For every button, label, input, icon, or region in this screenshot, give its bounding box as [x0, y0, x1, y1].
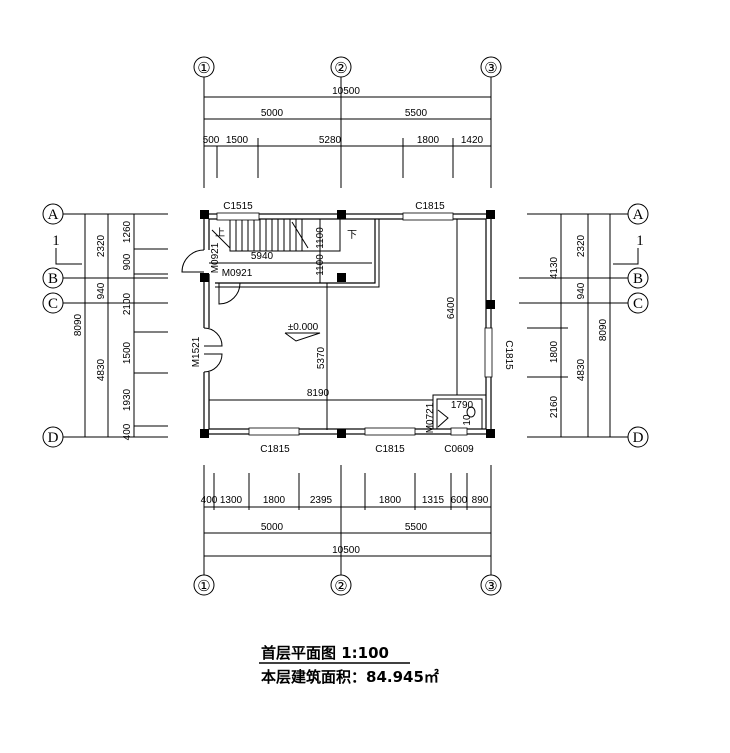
toilet-width-dim: 1790: [451, 400, 474, 411]
window-label: C1815: [415, 201, 445, 212]
right-bay-dim: 940: [576, 282, 587, 299]
toilet-height-dim: 10: [462, 414, 473, 426]
bottom-detail-dim: 1315: [422, 495, 445, 506]
axis-label-b-left: B: [48, 271, 58, 287]
hall-height-dim: 6400: [446, 296, 457, 319]
bottom-detail-dim: 1800: [379, 495, 402, 506]
plan-labels: C1515 C1815 C1815 C1815 C1815 C0609 M092…: [191, 201, 514, 455]
top-detail-dim: 1420: [461, 135, 484, 146]
section-mark-label-right: 1: [636, 233, 644, 249]
stair-up-label: 上: [215, 227, 225, 239]
right-total-dim: 8090: [598, 318, 609, 341]
corridor-dim: 1100: [315, 254, 326, 276]
right-detail-dim: 1800: [549, 340, 560, 363]
axis-label-1-top: ①: [197, 61, 210, 77]
left-bay-dim: 4830: [96, 358, 107, 381]
section-mark-label-left: 1: [52, 233, 60, 249]
top-dimensions: 10500 5000 5500 500 1500 5280 1800 1420: [203, 77, 492, 188]
right-dimensions: 4130 1800 2160 2320 940 4830 8090 1: [519, 213, 644, 438]
drawing-title-text: 首层平面图 1:100: [261, 644, 389, 662]
axis-label-a-right: A: [633, 207, 644, 223]
left-detail-dim: 1500: [122, 341, 133, 364]
top-bay-dim-2: 5500: [405, 108, 428, 119]
top-detail-dim: 5280: [319, 135, 342, 146]
bottom-detail-dim: 1300: [220, 495, 243, 506]
top-bay-dim-1: 5000: [261, 108, 284, 119]
window-label: C1815: [503, 340, 514, 370]
right-bay-dim: 2320: [576, 234, 587, 257]
left-detail-dim: 900: [122, 253, 133, 270]
left-total-dim: 8090: [73, 313, 84, 336]
bottom-bay-dim-2: 5500: [405, 522, 428, 533]
drawing-title: 首层平面图 1:100 本层建筑面积：84.945㎡: [259, 644, 439, 686]
axis-label-b-right: B: [633, 271, 643, 287]
top-detail-dim: 1500: [226, 135, 249, 146]
right-detail-dim: 2160: [549, 395, 560, 418]
column-axes: ① ② ③ ① ② ③ A B C D A B C D: [42, 56, 649, 596]
door-label: M0721: [425, 402, 436, 433]
window-label: C0609: [444, 444, 474, 455]
bottom-total-dim: 10500: [332, 545, 360, 556]
right-bay-dim: 4830: [576, 358, 587, 381]
axis-label-c-left: C: [48, 296, 58, 312]
toilet-fixture: [466, 406, 476, 418]
bottom-detail-dim: 2395: [310, 495, 333, 506]
window-label: C1515: [223, 201, 253, 212]
axis-label-2-bottom: ②: [334, 579, 347, 595]
window-label: C1815: [260, 444, 290, 455]
window-label: C1815: [375, 444, 405, 455]
section-mark-left: [55, 248, 82, 265]
stair-treads: [235, 219, 309, 251]
stair-length-dim: 5940: [251, 251, 274, 262]
axis-label-3-top: ③: [484, 61, 497, 77]
top-total-dim: 10500: [332, 86, 360, 97]
left-bay-dim: 940: [96, 282, 107, 299]
top-detail-dim: 1800: [417, 135, 440, 146]
axis-label-a-left: A: [48, 207, 59, 223]
left-detail-dim: 1260: [122, 220, 133, 243]
stair-width-dim: 1100: [315, 227, 326, 249]
elevation-mark: ±0.000: [288, 322, 319, 333]
right-detail-dim: 4130: [549, 256, 560, 279]
top-detail-dim: 500: [203, 135, 220, 146]
bottom-detail-dim: 600: [451, 495, 468, 506]
door-label: M0921: [210, 242, 221, 273]
bottom-detail-dim: 400: [201, 495, 218, 506]
stair-down-label: 下: [347, 230, 357, 241]
structural-columns: [200, 210, 495, 438]
axis-label-1-bottom: ①: [197, 579, 210, 595]
left-bay-dim: 2320: [96, 234, 107, 257]
windows: [216, 212, 493, 436]
axis-label-d-right: D: [633, 430, 644, 446]
plan-walls: 上 下: [181, 210, 495, 438]
left-detail-dim: 400: [122, 423, 133, 440]
section-mark-right: [613, 248, 639, 265]
axis-label-c-right: C: [633, 296, 643, 312]
left-detail-dim: 2100: [122, 292, 133, 315]
bottom-bay-dim-1: 5000: [261, 522, 284, 533]
elevation-triangle: [284, 332, 321, 342]
axis-label-2-top: ②: [334, 61, 347, 77]
left-dimensions: 8090 2320 940 4830 1260 900 2100 1500 19…: [52, 213, 168, 440]
door-label: M1521: [191, 336, 202, 367]
bottom-detail-dim: 1800: [263, 495, 286, 506]
axis-label-d-left: D: [48, 430, 59, 446]
hall-width-dim: 8190: [307, 388, 330, 399]
hall-left-height-dim: 5370: [316, 346, 327, 369]
axis-label-3-bottom: ③: [484, 579, 497, 595]
bottom-detail-dim: 890: [472, 495, 489, 506]
left-detail-dim: 1930: [122, 388, 133, 411]
door-label: M0921: [222, 268, 253, 279]
bottom-dimensions: 400 1300 1800 2395 1800 1315 600 890 500…: [201, 465, 492, 575]
floor-area-text: 本层建筑面积：84.945㎡: [261, 668, 439, 686]
